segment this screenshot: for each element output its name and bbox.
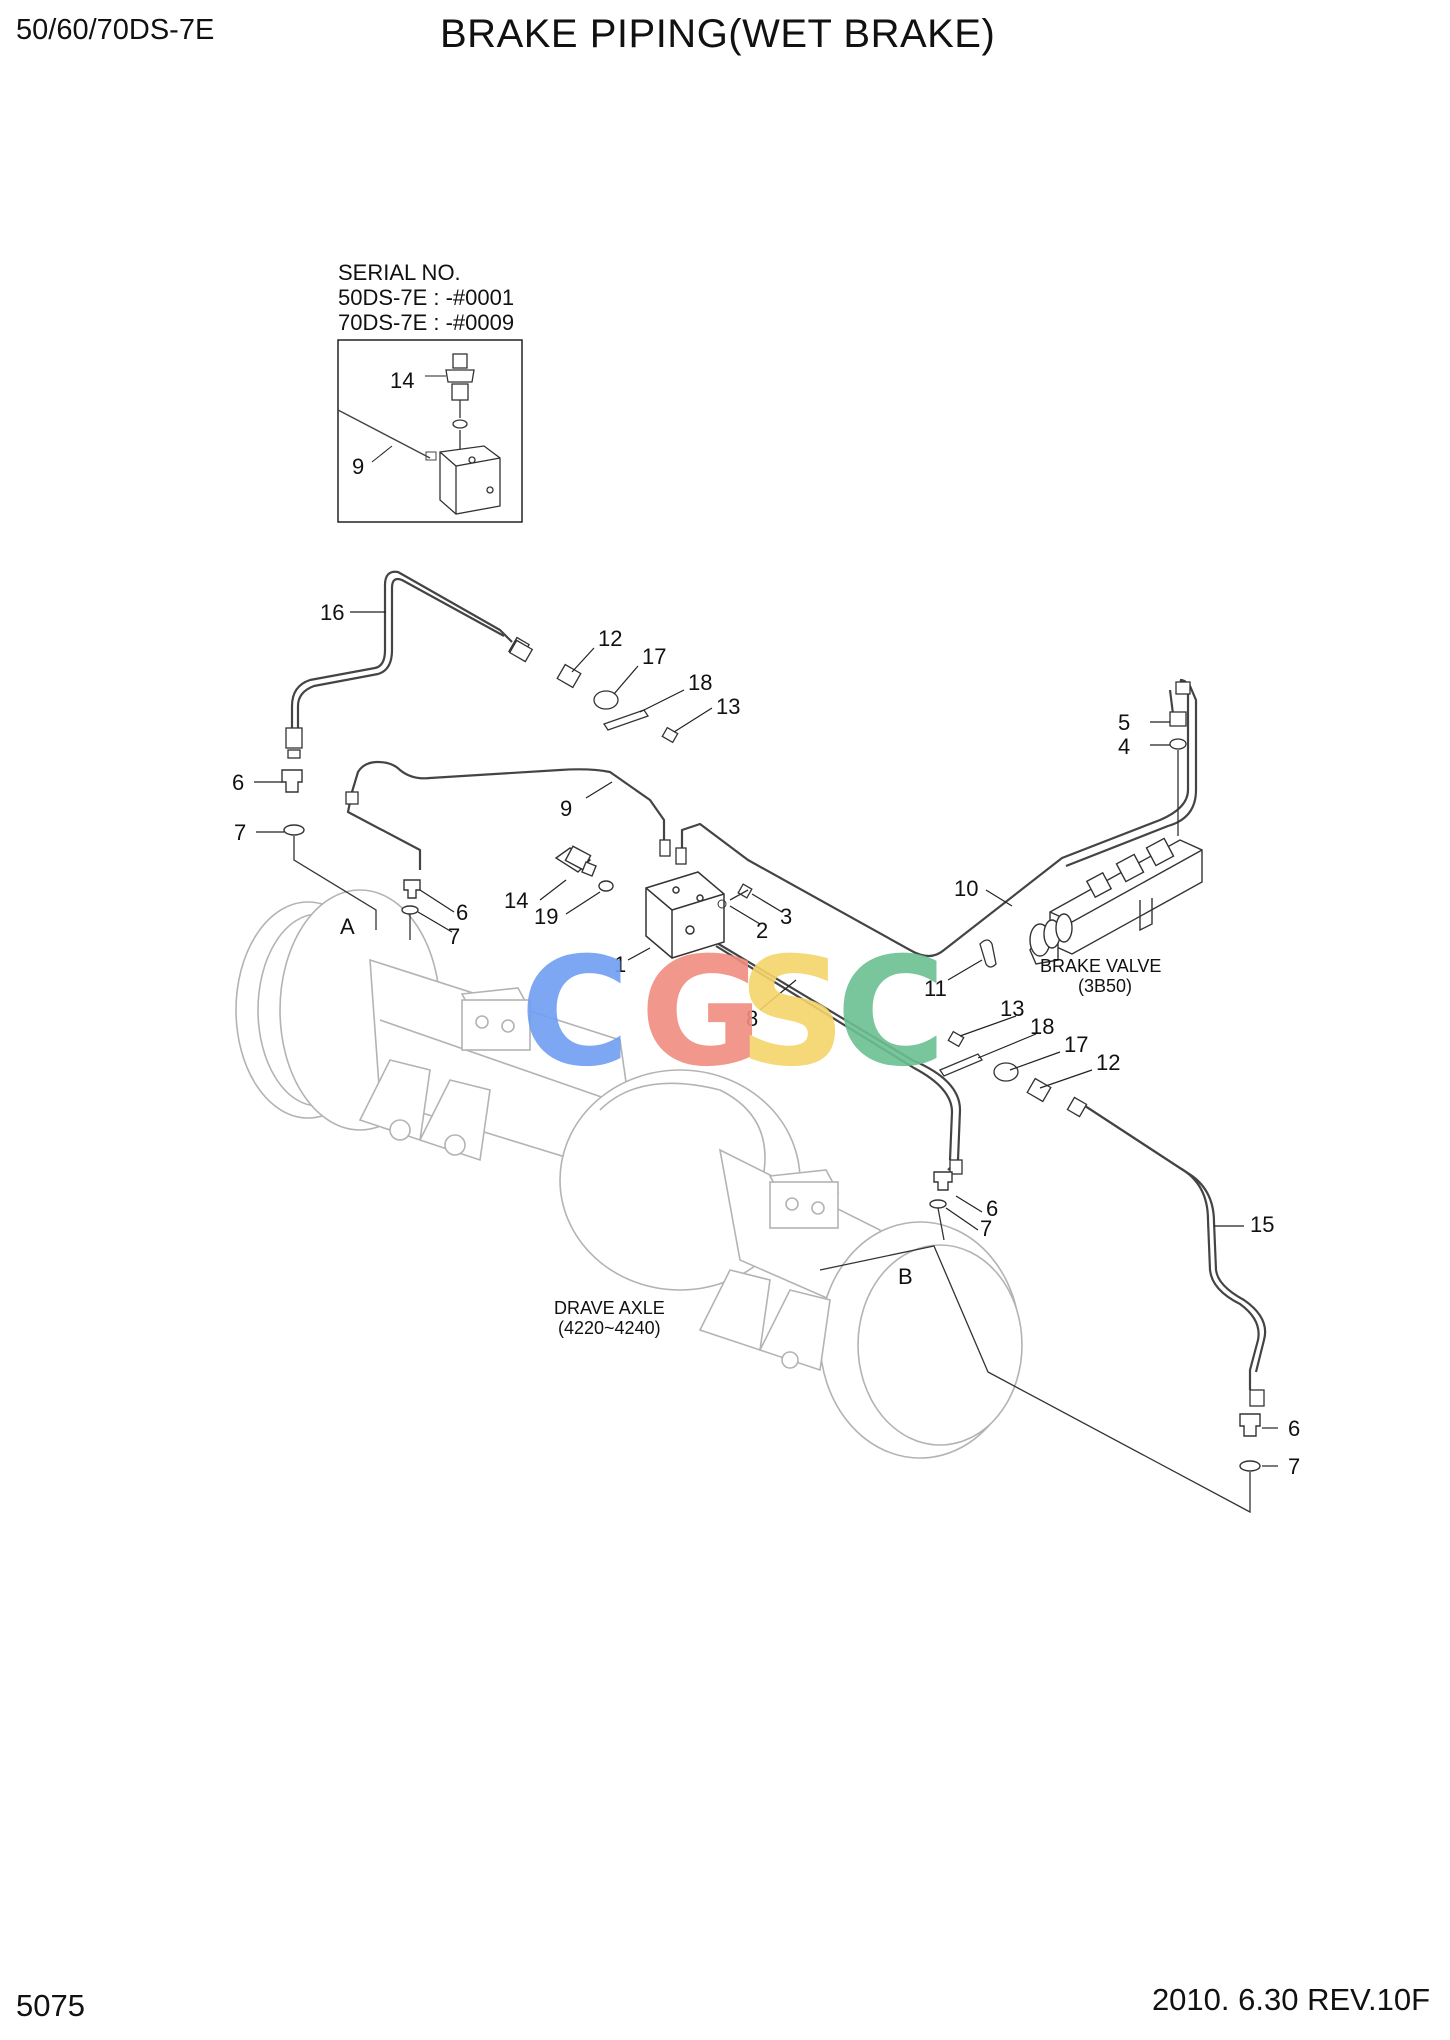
inset-pipe-9 — [337, 409, 431, 459]
callout-17-upper: 17 — [642, 644, 666, 669]
callout-18-upper: 18 — [688, 670, 712, 695]
fitting-16-end — [285, 727, 303, 749]
pressure-switch-14 — [554, 845, 597, 877]
pipe-16 — [290, 570, 513, 728]
fitting-6-right — [933, 1171, 953, 1191]
callout-6-mid: 6 — [456, 900, 468, 925]
bolt-3 — [729, 883, 753, 901]
callout-13-upper: 13 — [716, 694, 740, 719]
pipe-8 — [711, 939, 962, 1171]
part-7-orings — [283, 824, 1261, 1472]
callout-7-far: 7 — [1288, 1454, 1300, 1479]
callout-15: 15 — [1250, 1212, 1274, 1237]
fitting-6-far — [1239, 1413, 1261, 1437]
valve-fittings-5-4 — [1169, 711, 1187, 836]
inset-callout-9: 9 — [352, 454, 364, 479]
serial-line-50ds: 50DS-7E : -#0001 — [338, 285, 514, 310]
revision-date: 2010. 6.30 REV.10F — [1151, 1982, 1430, 2017]
inset-pressure-switch — [445, 353, 475, 452]
oring-7-mid — [401, 905, 419, 915]
callout-7-mid: 7 — [448, 924, 460, 949]
callout-6-far: 6 — [1288, 1416, 1300, 1441]
watermark: C G S C — [520, 926, 946, 1100]
oring-4 — [1169, 738, 1187, 750]
callout-3: 3 — [780, 904, 792, 929]
model-number: 50/60/70DS-7E — [16, 14, 215, 46]
callout-17-lower: 17 — [1064, 1032, 1088, 1057]
watermark-letter-c1: C — [520, 926, 630, 1100]
fitting-5 — [1169, 711, 1187, 727]
bolt-13-upper — [661, 726, 679, 744]
callout-11: 11 — [924, 976, 947, 1001]
callout-10: 10 — [954, 876, 978, 901]
callout-18-lower: 18 — [1030, 1014, 1054, 1039]
watermark-letter-g: G — [640, 926, 763, 1100]
part-6-fittings — [281, 769, 1261, 1437]
page-title: BRAKE PIPING(WET BRAKE) — [440, 12, 996, 56]
callout-5: 5 — [1118, 710, 1130, 735]
brake-pipes — [290, 570, 1267, 1390]
serial-inset: SERIAL NO. 50DS-7E : -#0001 70DS-7E : -#… — [337, 260, 523, 523]
inset-leader-9 — [371, 445, 393, 463]
callout-leaders — [254, 611, 1278, 1467]
brake-valve — [1029, 837, 1203, 965]
callout-4: 4 — [1118, 734, 1130, 759]
page-number: 5075 — [16, 1988, 85, 2023]
callout-16: 16 — [320, 600, 344, 625]
callout-6-right: 6 — [986, 1196, 998, 1221]
callout-19: 19 — [534, 904, 558, 929]
connector-12-upper — [556, 663, 582, 689]
brake-block — [645, 871, 725, 959]
oring-7-right — [929, 1199, 947, 1209]
callout-8: 8 — [746, 1006, 758, 1031]
callout-12-upper: 12 — [598, 626, 622, 651]
callout-13-lower: 13 — [1000, 996, 1024, 1021]
brake-valve-ref: (3B50) — [1078, 976, 1132, 996]
watermark-letter-c2: C — [836, 926, 946, 1100]
callout-2: 2 — [756, 918, 768, 943]
oring-7-left — [283, 824, 305, 836]
bulkhead-group-lower — [939, 1030, 1052, 1103]
oring-19 — [598, 880, 614, 892]
clip-11 — [979, 939, 997, 968]
bracket-18-upper — [602, 709, 650, 731]
serial-line-70ds: 70DS-7E : -#0009 — [338, 310, 514, 335]
oring-7-far — [1239, 1460, 1261, 1472]
pipe-15 — [1075, 1099, 1260, 1390]
pipe-9 — [350, 760, 666, 850]
point-a-label: A — [340, 914, 355, 939]
fitting-6-mid — [403, 879, 421, 899]
inset-block — [439, 445, 501, 515]
callout-9: 9 — [560, 796, 572, 821]
watermark-letter-s: S — [738, 926, 846, 1100]
bulkhead-group-upper — [508, 639, 679, 744]
inset-callout-14: 14 — [390, 368, 414, 393]
serial-title: SERIAL NO. — [338, 260, 461, 285]
nut-17-lower — [993, 1062, 1019, 1082]
point-b-label: B — [898, 1264, 913, 1289]
inset-frame — [337, 339, 523, 523]
callout-7-left: 7 — [234, 820, 246, 845]
connector-12-lower — [1026, 1077, 1052, 1103]
washer-2 — [717, 899, 727, 909]
axle-ref: (4220~4240) — [558, 1318, 661, 1338]
callout-6-left: 6 — [232, 770, 244, 795]
nut-17-upper — [593, 690, 619, 710]
callout-12-lower: 12 — [1096, 1050, 1120, 1075]
brake-valve-label: BRAKE VALVE — [1040, 956, 1161, 976]
callout-1: 1 — [614, 952, 626, 977]
axle-label: DRAVE AXLE — [554, 1298, 665, 1318]
drive-axle — [235, 889, 1023, 1459]
bolt-13-lower — [947, 1030, 965, 1048]
axle-drop-lines — [293, 836, 1251, 1514]
callout-7-right: 7 — [980, 1216, 992, 1241]
bracket-18-lower — [939, 1053, 983, 1077]
inset-pipe-nut — [425, 451, 437, 461]
callout-14: 14 — [504, 888, 528, 913]
fitting-6-left — [281, 769, 303, 793]
